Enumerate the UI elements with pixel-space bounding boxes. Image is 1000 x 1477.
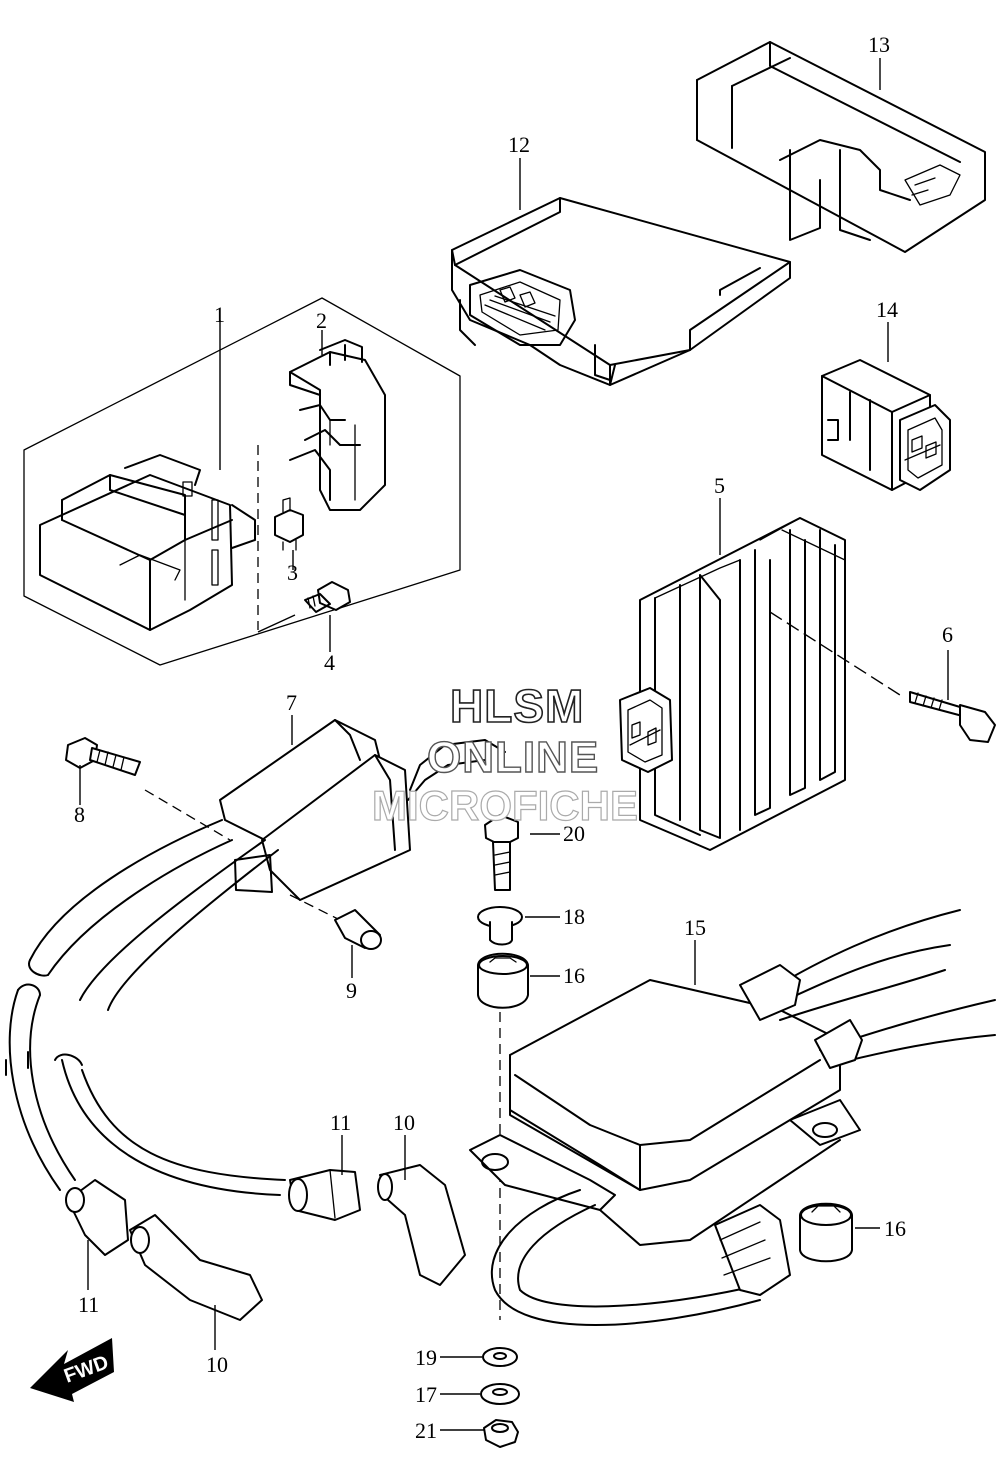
part-18-collar — [477, 906, 523, 946]
part-16-grommet-upper — [477, 952, 529, 1009]
part-8-bolt — [65, 737, 231, 841]
part-20-bolt — [484, 814, 519, 891]
callout-2: 2 — [316, 308, 327, 333]
callout-12: 12 — [508, 132, 530, 157]
part-7-coil — [219, 719, 506, 921]
part-12-ecm — [451, 197, 791, 386]
leader-lines — [79, 58, 949, 1431]
part-11-upper — [288, 1169, 361, 1221]
callout-10-upper: 10 — [393, 1110, 415, 1135]
callout-11-lower: 11 — [78, 1292, 99, 1317]
part-17-washer — [480, 1383, 520, 1405]
callout-19: 19 — [415, 1345, 437, 1370]
watermark-line-2: ONLINE — [427, 733, 599, 782]
part-6-bolt — [769, 611, 996, 743]
callout-8: 8 — [74, 802, 85, 827]
fwd-arrow-icon: FWD — [30, 1338, 114, 1402]
callout-9: 9 — [346, 978, 357, 1003]
part-13-cover — [696, 41, 986, 253]
callout-6: 6 — [942, 622, 953, 647]
part-19-washer — [482, 1347, 518, 1367]
part-16-grommet-lower — [799, 1202, 853, 1263]
watermark-line-3: MICROFICHE — [372, 782, 638, 829]
part-11-lower — [65, 1179, 129, 1256]
part-1-group — [23, 297, 461, 666]
callout-11-upper: 11 — [330, 1110, 351, 1135]
part-5-regulator — [619, 517, 846, 851]
callout-14: 14 — [876, 297, 898, 322]
callout-13: 13 — [868, 32, 890, 57]
callout-1: 1 — [214, 302, 225, 327]
callout-5: 5 — [714, 473, 725, 498]
callout-7: 7 — [286, 690, 297, 715]
callout-15: 15 — [684, 915, 706, 940]
callout-4: 4 — [324, 650, 335, 675]
part-10-upper — [377, 1164, 466, 1286]
callout-21: 21 — [415, 1418, 437, 1443]
hightension-leads — [5, 819, 286, 1196]
callout-17: 17 — [415, 1382, 437, 1407]
callout-16-lower: 16 — [884, 1216, 906, 1241]
callout-16-upper: 16 — [563, 963, 585, 988]
part-9-sleeve — [334, 909, 382, 950]
callout-20: 20 — [563, 821, 585, 846]
watermark-line-1: HLSM — [450, 680, 584, 732]
callout-numbers: 13 12 14 1 2 3 4 5 6 7 8 20 18 15 16 9 1… — [74, 32, 953, 1443]
callout-3: 3 — [287, 560, 298, 585]
part-14-connector — [821, 359, 951, 491]
part-10-lower — [129, 1214, 263, 1321]
part-21-nut — [483, 1419, 519, 1448]
watermark: HLSM ONLINE MICROFICHE — [371, 679, 638, 829]
callout-18: 18 — [563, 904, 585, 929]
callout-10-lower: 10 — [206, 1352, 228, 1377]
part-15-cdi — [469, 909, 996, 1326]
